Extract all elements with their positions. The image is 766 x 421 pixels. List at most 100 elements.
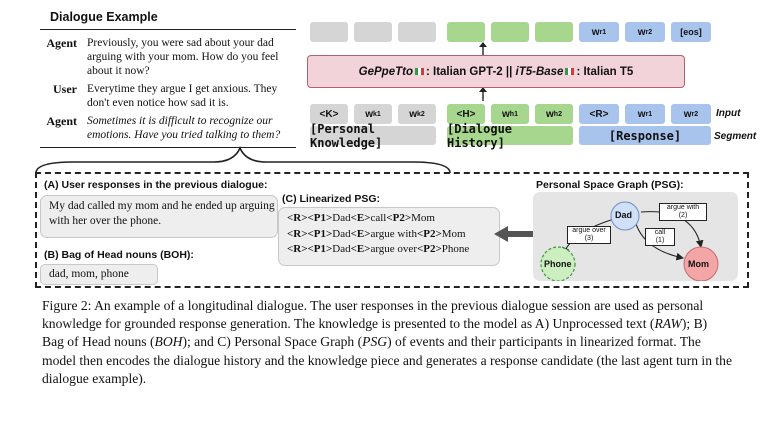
model-gpt-desc: : Italian GPT-2 || xyxy=(425,65,513,78)
psg-line-2-e: <E> xyxy=(350,227,371,240)
input-token-wk1-sup: k xyxy=(372,110,377,118)
psg-line-3-e: <E> xyxy=(350,243,371,255)
output-token-blank-3 xyxy=(398,22,436,42)
input-token-wk2-sub: 2 xyxy=(420,110,425,118)
input-token-wr1-base: w xyxy=(637,108,646,120)
output-token-w1-sup: r xyxy=(599,28,603,36)
psg-line-3: <R><P1>Dad<E>argue over<P2>Phone xyxy=(287,242,499,258)
caption-raw: RAW xyxy=(654,316,682,332)
output-token-blank-4 xyxy=(447,22,485,42)
segment-history: [Dialogue History] xyxy=(447,122,573,150)
dialogue-top-rule xyxy=(40,29,296,30)
speaker-agent-2: Agent xyxy=(46,114,77,128)
edge-label-argue-over-num: (3) xyxy=(584,235,594,242)
utterance-user: Everytime they argue I get anxious. They… xyxy=(87,83,278,109)
output-token-w1-sub: 1 xyxy=(602,28,607,36)
node-phone xyxy=(540,246,576,281)
knowledge-panel xyxy=(35,172,749,288)
psg-line-2-r: <R> xyxy=(287,227,308,240)
psg-line-1-rel: call xyxy=(370,212,387,224)
edge-label-argue-with-num: (2) xyxy=(678,212,688,219)
psg-line-2-p2: <P2> xyxy=(417,227,442,240)
input-token-wh1-base: w xyxy=(502,108,510,120)
psg-line-3-p1: <P1> xyxy=(307,243,333,255)
psg-line-1-r: <R> xyxy=(287,212,308,224)
input-token-h: <H> xyxy=(447,104,485,124)
utterance-agent-2: Sometimes it is difficult to recognize o… xyxy=(87,115,281,141)
input-token-wh2-sup: h xyxy=(553,110,559,118)
output-token-w1-base: w xyxy=(591,26,600,38)
psg-line-2-b: Mom xyxy=(441,227,466,240)
figure-caption: Figure 2: An example of a longitudinal d… xyxy=(42,297,732,388)
edge-label-argue-over: argue over (3) xyxy=(567,226,611,244)
input-token-wk1-sub: 1 xyxy=(376,110,381,118)
speaker-agent-1: Agent xyxy=(46,36,77,50)
input-token-wr1-sup: r xyxy=(645,110,649,118)
psg-graph-area: Dad Mom Phone argue with (2) call (1) ar… xyxy=(533,192,738,281)
input-token-wr1-sub: 1 xyxy=(648,110,653,118)
psg-line-1: <R><P1>Dad<E>call<P2>Mom xyxy=(287,211,499,227)
raw-title: (A) User responses in the previous dialo… xyxy=(44,179,268,191)
node-phone-label: Phone xyxy=(544,259,572,269)
segment-response: [Response] xyxy=(579,126,711,145)
node-dad xyxy=(610,201,640,231)
psg-linear-bubble: <R><P1>Dad<E>call<P2>Mom <R><P1>Dad<E>ar… xyxy=(278,207,500,266)
caption-lead: Figure 2: An example of a longitudinal d… xyxy=(42,298,704,332)
model-gpt-name: GePpeTto xyxy=(358,65,413,78)
psg-line-3-b: Phone xyxy=(441,243,470,255)
boh-text: dad, mom, phone xyxy=(49,268,129,280)
psg-line-3-rel: argue over xyxy=(370,243,417,255)
input-token-wh1-sub: 1 xyxy=(514,110,518,118)
raw-bubble: My dad called my mom and he ended up arg… xyxy=(40,195,278,238)
edge-label-call: call (1) xyxy=(645,228,675,246)
input-token-wk2-sup: k xyxy=(416,110,421,118)
input-token-wh2-base: w xyxy=(546,108,554,120)
psg-line-2: <R><P1>Dad<E>argue with<P2>Mom xyxy=(287,227,499,243)
psg-graph xyxy=(540,201,719,281)
psg-title: Personal Space Graph (PSG): xyxy=(536,179,684,191)
output-token-eos: [eos] xyxy=(671,22,711,42)
model-t5-desc: : Italian T5 xyxy=(576,65,634,78)
psg-line-3-p2: <P2> xyxy=(416,243,442,255)
edge-label-call-text: call xyxy=(654,229,666,236)
psg-line-1-p2: <P2> xyxy=(386,212,412,224)
dialogue-title: Dialogue Example xyxy=(50,10,158,24)
utterance-agent-1: Previously, you were sad about your dad … xyxy=(87,37,279,77)
input-token-wr2-sup: r xyxy=(691,110,695,118)
boh-title: (B) Bag of Head nouns (BOH): xyxy=(44,249,194,261)
italy-flag-icon xyxy=(414,68,424,75)
arrow-up-output xyxy=(479,42,487,56)
segment-knowledge: [Personal Knowledge] xyxy=(310,122,436,150)
model-t5-name: iT5-Base xyxy=(515,65,564,78)
psg-line-1-a: Dad xyxy=(332,212,351,224)
edge-label-argue-over-text: argue over xyxy=(572,227,606,234)
brace-connector xyxy=(35,146,451,174)
caption-tail: ) of events and their participants in li… xyxy=(42,334,733,386)
edge-label-argue-with-text: argue with xyxy=(666,204,700,211)
psg-line-2-a: Dad xyxy=(332,227,351,240)
input-token-wh2-sub: 2 xyxy=(558,110,562,118)
psg-linear-title: (C) Linearized PSG: xyxy=(282,193,381,205)
node-mom-label: Mom xyxy=(688,259,709,269)
arrow-up-input xyxy=(479,87,487,101)
edge-label-call-num: (1) xyxy=(655,237,665,244)
psg-line-1-p1: <P1> xyxy=(307,212,333,224)
psg-line-2-p1: <P1> xyxy=(307,227,333,240)
psg-line-1-e: <E> xyxy=(350,212,371,224)
boh-bubble: dad, mom, phone xyxy=(40,264,158,285)
input-token-wk1-base: w xyxy=(365,108,373,120)
arrow-left-thick xyxy=(494,226,533,242)
caption-mid1: ); B) Bag of Head nouns ( xyxy=(42,316,708,350)
output-token-blank-1 xyxy=(310,22,348,42)
output-token-w2-base: w xyxy=(637,26,646,38)
node-dad-label: Dad xyxy=(615,210,633,220)
dialogue-bottom-rule xyxy=(40,147,296,148)
italy-flag-icon xyxy=(565,68,575,75)
